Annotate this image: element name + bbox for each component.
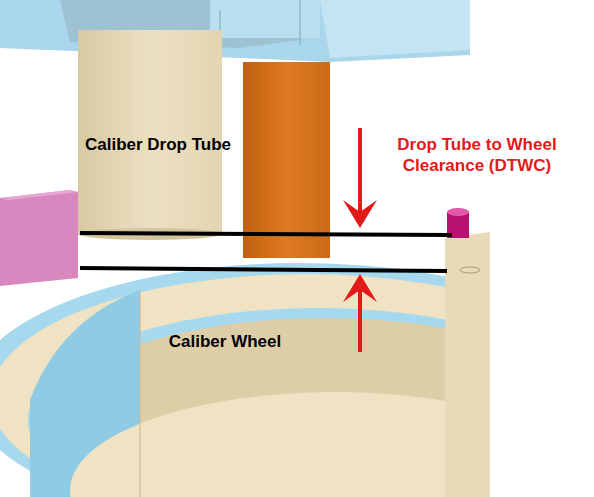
dimension-label: Drop Tube to Wheel Clearance (DTWC) [370,134,584,176]
part-label: Caliber Drop Tube [80,134,236,155]
part-label: Caliber Wheel [140,331,310,352]
